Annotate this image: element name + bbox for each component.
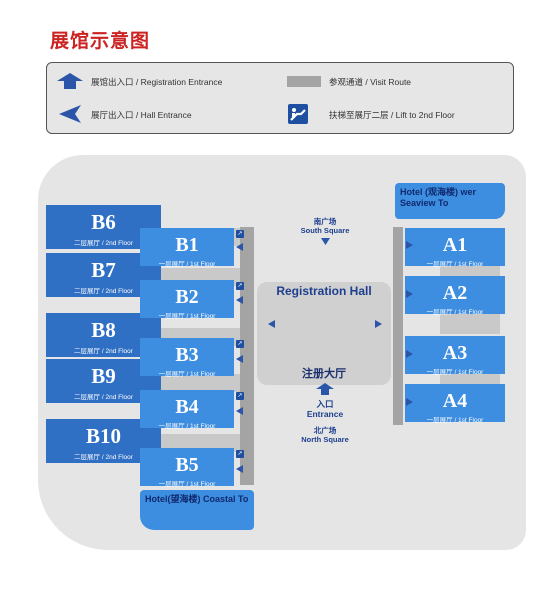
entrance-cn: 入口 bbox=[316, 399, 334, 409]
hotel-coastal[interactable]: Hotel(望海楼) Coastal To bbox=[140, 490, 254, 530]
hall-code: A3 bbox=[442, 342, 468, 364]
visit-route-swatch bbox=[287, 76, 321, 87]
hall-code: A2 bbox=[442, 282, 468, 304]
connector bbox=[440, 374, 500, 384]
lift-icon bbox=[288, 104, 308, 124]
page-title: 展馆示意图 bbox=[50, 31, 151, 52]
north-square-cn: 北广场 bbox=[313, 426, 337, 435]
hall-b6[interactable]: B6 二层展厅 / 2nd Floor bbox=[46, 205, 161, 249]
hall-b2[interactable]: B2 一层展厅 / 1st Floor bbox=[140, 280, 234, 320]
hall-entrance-arrow-icon bbox=[406, 398, 413, 406]
hall-entrance-icon bbox=[59, 105, 81, 123]
entrance-en: Entrance bbox=[306, 409, 344, 419]
hotel-seaview-label: Hotel (观海楼) wer Seaview To bbox=[400, 187, 477, 208]
hall-a3[interactable]: A3 一层展厅 / 1st Floor bbox=[405, 336, 505, 376]
registration-hall-en: Registration Hall bbox=[276, 284, 372, 298]
hall-a2[interactable]: A2 一层展厅 / 1st Floor bbox=[405, 276, 505, 316]
hall-entrance-arrow-icon bbox=[236, 296, 243, 304]
west-corridor bbox=[240, 227, 254, 485]
hall-floor-label: 一层展厅 / 1st Floor bbox=[158, 371, 216, 378]
lift-icon: ↗ bbox=[236, 340, 244, 348]
lift-icon: ↗ bbox=[236, 282, 244, 290]
connector bbox=[160, 434, 240, 452]
registration-entrance-icon bbox=[316, 383, 334, 395]
east-exit-arrow-icon bbox=[375, 320, 382, 328]
connector bbox=[160, 374, 240, 392]
registration-hall-cn: 注册大厅 bbox=[302, 368, 346, 380]
hall-floor-label: 一层展厅 / 1st Floor bbox=[158, 261, 216, 268]
hall-entrance-arrow-icon bbox=[236, 355, 243, 363]
hall-code: B5 bbox=[175, 454, 199, 476]
hall-floor-label: 一层展厅 / 1st Floor bbox=[426, 261, 484, 268]
hall-b1[interactable]: B1 一层展厅 / 1st Floor bbox=[140, 228, 234, 268]
north-square-en: North Square bbox=[301, 435, 349, 444]
hall-floor-label: 二层展厅 / 2nd Floor bbox=[74, 240, 133, 247]
connector bbox=[440, 266, 500, 276]
entrance-label: 入口 Entrance bbox=[290, 399, 360, 419]
registration-entrance-icon bbox=[57, 73, 83, 89]
hall-entrance-arrow-icon bbox=[406, 241, 413, 249]
north-square-label: 北广场 North Square bbox=[290, 426, 360, 444]
hall-code: B9 bbox=[91, 364, 116, 388]
hall-code: B8 bbox=[91, 318, 116, 342]
hall-code: B4 bbox=[175, 396, 199, 418]
hall-a4[interactable]: A4 一层展厅 / 1st Floor bbox=[405, 384, 505, 424]
west-exit-arrow-icon bbox=[268, 320, 275, 328]
hall-code: B3 bbox=[175, 344, 199, 366]
hall-entrance-arrow-icon bbox=[236, 465, 243, 473]
hall-code: B7 bbox=[91, 258, 116, 282]
south-square-en: South Square bbox=[300, 226, 350, 235]
hall-a1[interactable]: A1 一层展厅 / 1st Floor bbox=[405, 228, 505, 268]
hall-b5[interactable]: B5 一层展厅 / 1st Floor bbox=[140, 448, 234, 488]
hall-entrance-arrow-icon bbox=[406, 290, 413, 298]
hall-floor-label: 一层展厅 / 1st Floor bbox=[158, 313, 216, 320]
lift-icon: ↗ bbox=[236, 450, 244, 458]
legend-hall-entrance: 展厅出入口 / Hall Entrance bbox=[91, 110, 192, 120]
hall-floor-label: 一层展厅 / 1st Floor bbox=[158, 481, 216, 488]
hotel-coastal-label: Hotel(望海楼) Coastal To bbox=[145, 494, 249, 504]
hall-code: B1 bbox=[175, 234, 199, 256]
connector bbox=[440, 312, 500, 334]
hall-floor-label: 二层展厅 / 2nd Floor bbox=[74, 454, 133, 461]
south-square-label: 南广场 South Square bbox=[290, 217, 360, 235]
hall-code: A1 bbox=[442, 234, 468, 256]
hall-entrance-arrow-icon bbox=[406, 350, 413, 358]
lift-icon: ↗ bbox=[236, 392, 244, 400]
hall-code: A4 bbox=[442, 390, 468, 412]
hall-b4[interactable]: B4 一层展厅 / 1st Floor bbox=[140, 390, 234, 430]
east-corridor bbox=[393, 227, 403, 425]
hotel-seaview[interactable]: Hotel (观海楼) wer Seaview To bbox=[395, 183, 505, 219]
hall-floor-label: 一层展厅 / 1st Floor bbox=[158, 423, 216, 430]
hall-floor-label: 二层展厅 / 2nd Floor bbox=[74, 348, 133, 355]
legend-registration-entrance: 展馆出入口 / Registration Entrance bbox=[91, 77, 223, 87]
legend-lift: 扶梯至展厅二层 / Lift to 2nd Floor bbox=[329, 110, 455, 120]
hall-b3[interactable]: B3 一层展厅 / 1st Floor bbox=[140, 338, 234, 378]
hall-floor-label: 一层展厅 / 1st Floor bbox=[426, 369, 484, 376]
south-square-cn: 南广场 bbox=[313, 217, 337, 226]
hall-floor-label: 二层展厅 / 2nd Floor bbox=[74, 288, 133, 295]
south-entrance-arrow-icon bbox=[321, 238, 330, 245]
hall-code: B6 bbox=[91, 210, 116, 234]
hall-floor-label: 二层展厅 / 2nd Floor bbox=[74, 394, 133, 401]
hall-entrance-arrow-icon bbox=[236, 407, 243, 415]
legend-visit-route: 参观通道 / Visit Route bbox=[329, 77, 412, 87]
registration-hall[interactable]: Registration Hall 注册大厅 bbox=[257, 282, 391, 385]
hall-entrance-arrow-icon bbox=[236, 243, 243, 251]
hall-code: B10 bbox=[85, 424, 121, 448]
legend-panel: 展馆出入口 / Registration Entrance 参观通道 / Vis… bbox=[46, 62, 514, 134]
hall-code: B2 bbox=[175, 286, 199, 308]
hall-floor-label: 一层展厅 / 1st Floor bbox=[426, 309, 484, 316]
hall-floor-label: 一层展厅 / 1st Floor bbox=[426, 417, 484, 424]
lift-icon: ↗ bbox=[236, 230, 244, 238]
